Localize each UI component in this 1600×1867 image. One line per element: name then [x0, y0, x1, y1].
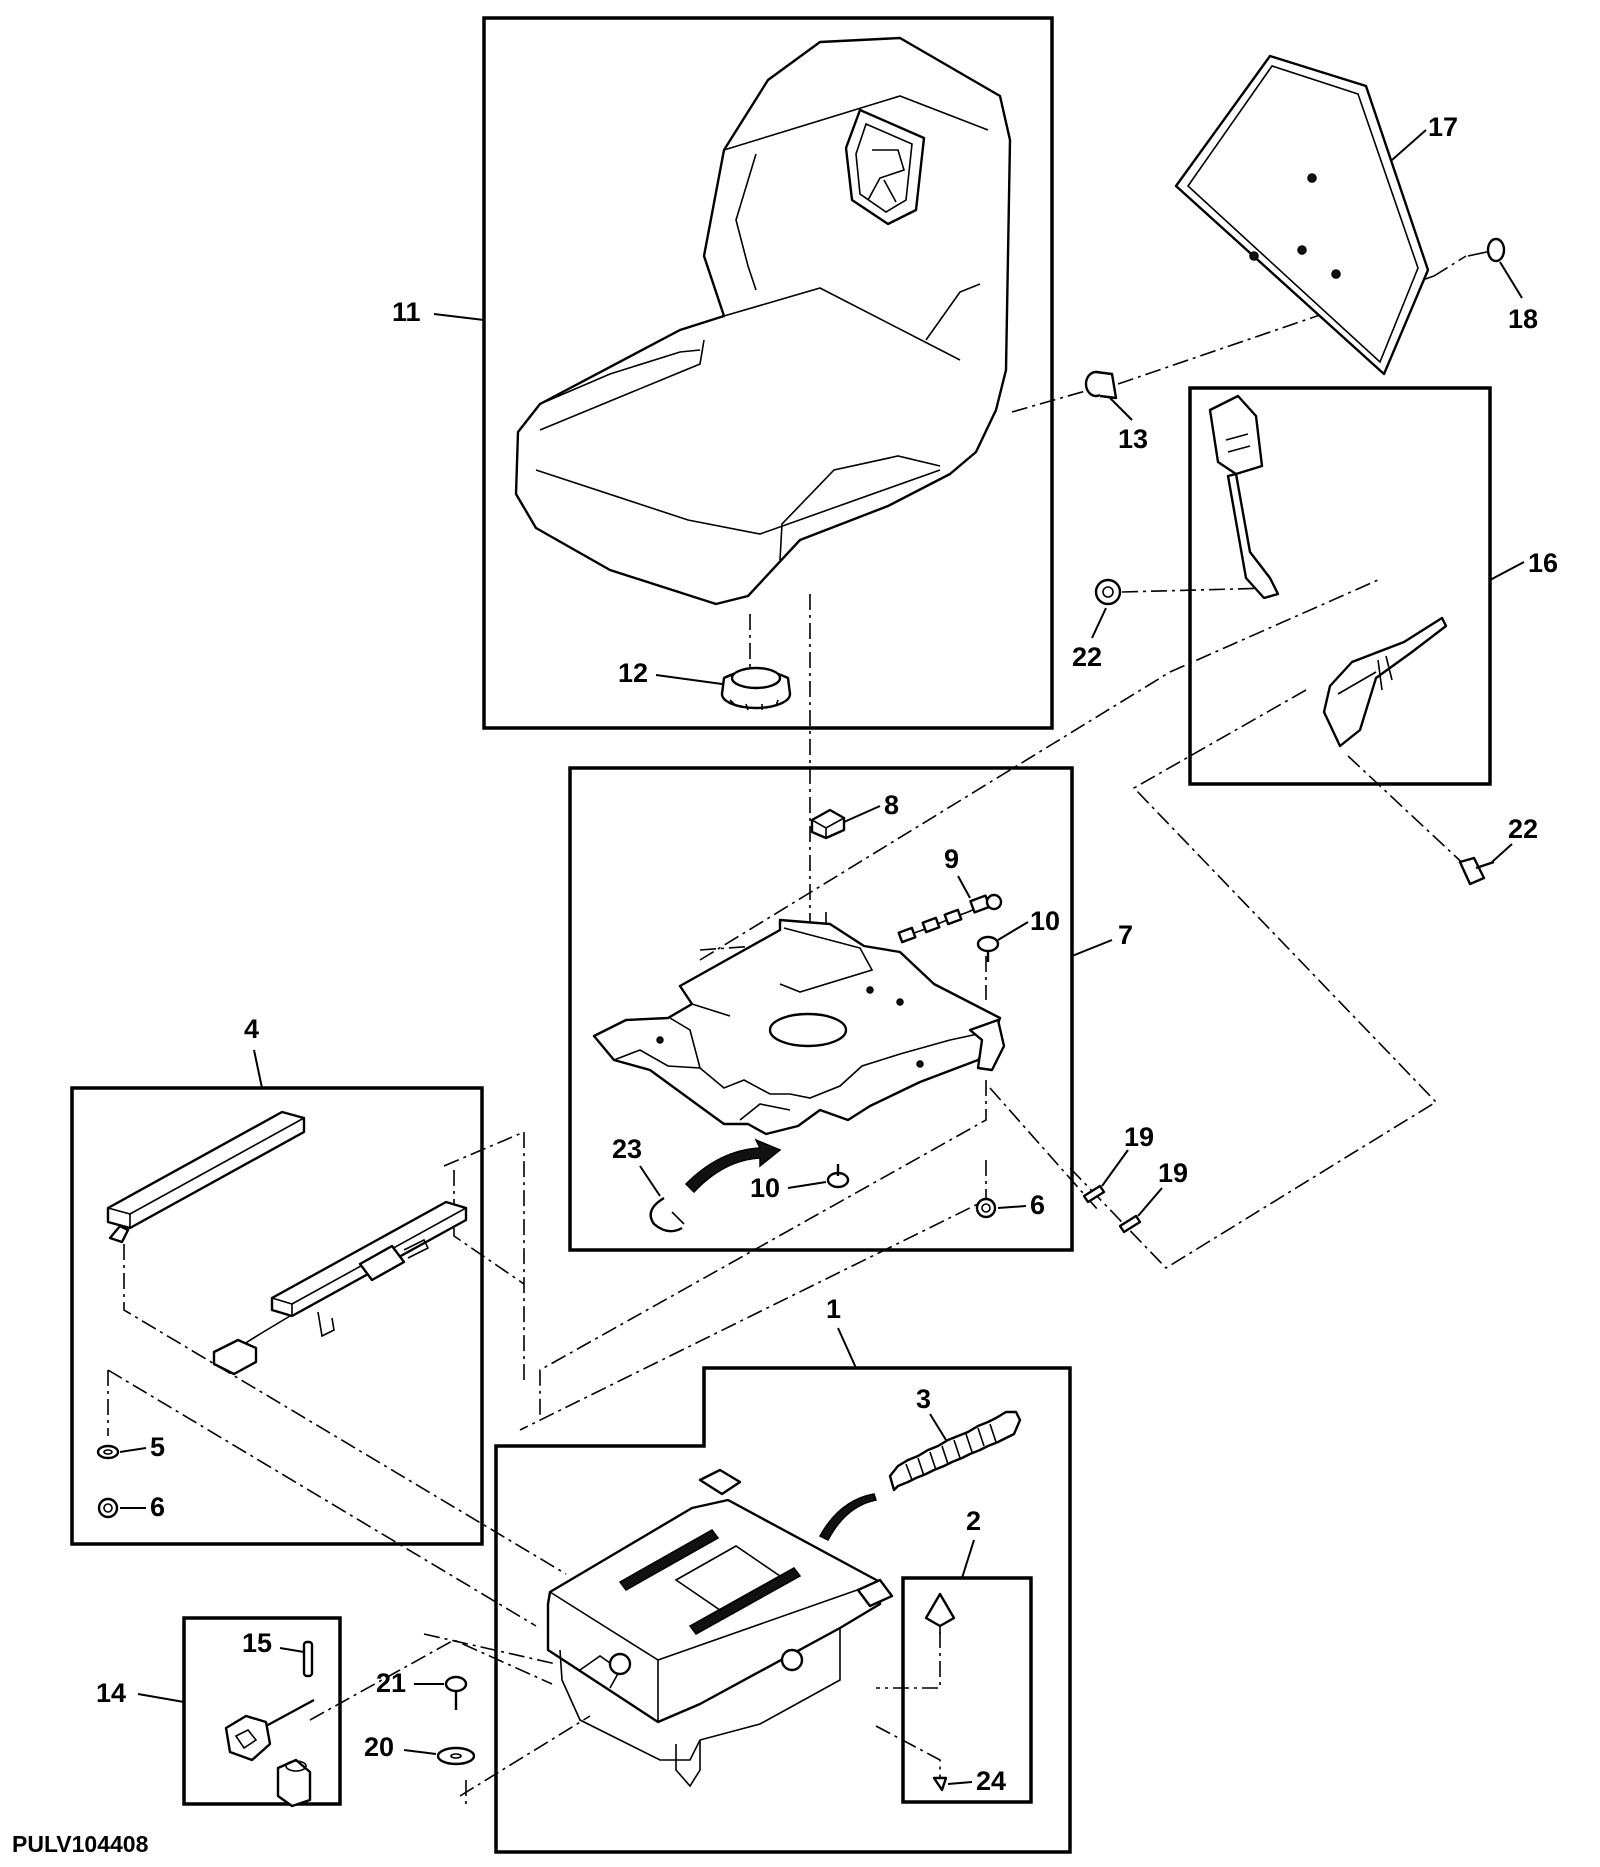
callout-22-upper-label: 22 — [1072, 642, 1102, 672]
callout-4: 4 — [244, 1014, 263, 1089]
callout-1-label: 1 — [826, 1294, 841, 1324]
callout-8-label: 8 — [884, 790, 899, 820]
washer-part-20 — [436, 1746, 476, 1766]
callout-6-rails-label: 6 — [150, 1492, 165, 1522]
figure-id: PULV104408 — [12, 1831, 149, 1857]
nut-part-6-plate — [975, 1197, 997, 1219]
pin-part-19-b — [1118, 1214, 1142, 1234]
callout-24: 24 — [947, 1766, 1006, 1796]
callout-12-label: 12 — [618, 658, 648, 688]
callout-23: 23 — [612, 1134, 661, 1197]
harness-part-9 — [897, 893, 1003, 944]
callout-20-label: 20 — [364, 1732, 394, 1762]
callout-19-b-label: 19 — [1158, 1158, 1188, 1188]
pin-part-19-a — [1082, 1184, 1106, 1204]
callout-5: 5 — [119, 1432, 165, 1462]
seat-part-11 — [514, 36, 1012, 606]
callout-10-upper-label: 10 — [1030, 906, 1060, 936]
callout-10-lower-label: 10 — [750, 1173, 780, 1203]
callout-17: 17 — [1391, 112, 1458, 161]
callout-21-label: 21 — [376, 1668, 406, 1698]
callout-15-label: 15 — [242, 1628, 272, 1658]
callout-2-label: 2 — [966, 1506, 981, 1536]
seatbelt-part-16 — [1208, 394, 1448, 748]
bushing-part-13 — [1084, 370, 1118, 400]
swivel-part-12 — [720, 666, 792, 711]
callout-10-upper: 10 — [997, 906, 1060, 941]
callout-1: 1 — [826, 1294, 857, 1369]
callout-18-label: 18 — [1508, 304, 1538, 334]
callout-22-upper: 22 — [1072, 607, 1107, 672]
seat-plate-part-7 — [592, 918, 1006, 1136]
callout-6-rails: 6 — [120, 1492, 165, 1522]
suspension-part-1 — [546, 1468, 894, 1788]
callout-5-label: 5 — [150, 1432, 165, 1462]
callout-4-label: 4 — [244, 1014, 259, 1044]
callout-18: 18 — [1499, 261, 1538, 334]
knob-part-14 — [224, 1698, 315, 1808]
callout-19-a-label: 19 — [1124, 1122, 1154, 1152]
nut-part-6-rails — [97, 1497, 119, 1519]
clip-part-23 — [649, 1138, 782, 1233]
callout-12: 12 — [618, 658, 723, 688]
bolt-part-22-upper — [1094, 578, 1122, 606]
callout-23-label: 23 — [612, 1134, 642, 1164]
callout-22-lower: 22 — [1491, 814, 1538, 863]
callout-10-lower: 10 — [750, 1173, 827, 1203]
group-box-seatbelt-16 — [1188, 386, 1492, 786]
clip-part-24 — [932, 1776, 948, 1792]
callout-7: 7 — [1071, 920, 1133, 957]
callout-8: 8 — [843, 790, 899, 823]
callout-13: 13 — [1109, 397, 1148, 454]
group-box-bumpers-2 — [901, 1576, 1033, 1804]
callout-3-label: 3 — [916, 1384, 931, 1414]
callout-9-label: 9 — [944, 844, 959, 874]
bolt-part-22-lower — [1458, 856, 1495, 886]
plate-part-17 — [1174, 54, 1430, 376]
group-box-seat-11 — [482, 16, 1054, 730]
nut-part-8 — [810, 808, 846, 840]
callout-16: 16 — [1489, 548, 1558, 581]
callout-11: 11 — [392, 297, 485, 327]
callout-17-label: 17 — [1428, 112, 1458, 142]
callout-16-label: 16 — [1528, 548, 1558, 578]
washer-part-5 — [96, 1444, 120, 1460]
callout-13-label: 13 — [1118, 424, 1148, 454]
group-box-suspension-1 — [494, 1366, 1072, 1854]
bolt-part-10-lower — [826, 1164, 850, 1189]
bumper-part-2 — [924, 1592, 956, 1634]
group-box-knob-14 — [182, 1616, 342, 1806]
slide-rails-part-4 — [106, 1110, 468, 1376]
callout-21: 21 — [376, 1668, 444, 1698]
callout-3: 3 — [916, 1384, 947, 1441]
callout-11-label: 11 — [392, 297, 421, 327]
callout-14-label: 14 — [96, 1678, 126, 1708]
callout-2: 2 — [961, 1506, 981, 1579]
callout-6-plate: 6 — [997, 1190, 1045, 1220]
spring-part-3 — [818, 1410, 1022, 1541]
callout-19-b: 19 — [1137, 1158, 1188, 1217]
pin-part-15 — [302, 1640, 314, 1678]
callout-7-label: 7 — [1118, 920, 1133, 950]
callout-15: 15 — [242, 1628, 305, 1658]
callout-14: 14 — [96, 1678, 185, 1708]
callout-20: 20 — [364, 1732, 437, 1762]
callout-6-plate-label: 6 — [1030, 1190, 1045, 1220]
group-box-seat-plate-7 — [568, 766, 1074, 1252]
callout-19-a: 19 — [1101, 1122, 1154, 1187]
callout-22-lower-label: 22 — [1508, 814, 1538, 844]
callout-9: 9 — [944, 844, 971, 899]
screw-part-18 — [1467, 237, 1506, 263]
bolt-part-10-upper — [976, 935, 1000, 962]
group-box-slide-rails-4 — [70, 1086, 484, 1546]
callout-24-label: 24 — [976, 1766, 1006, 1796]
bolt-part-21 — [444, 1675, 468, 1710]
